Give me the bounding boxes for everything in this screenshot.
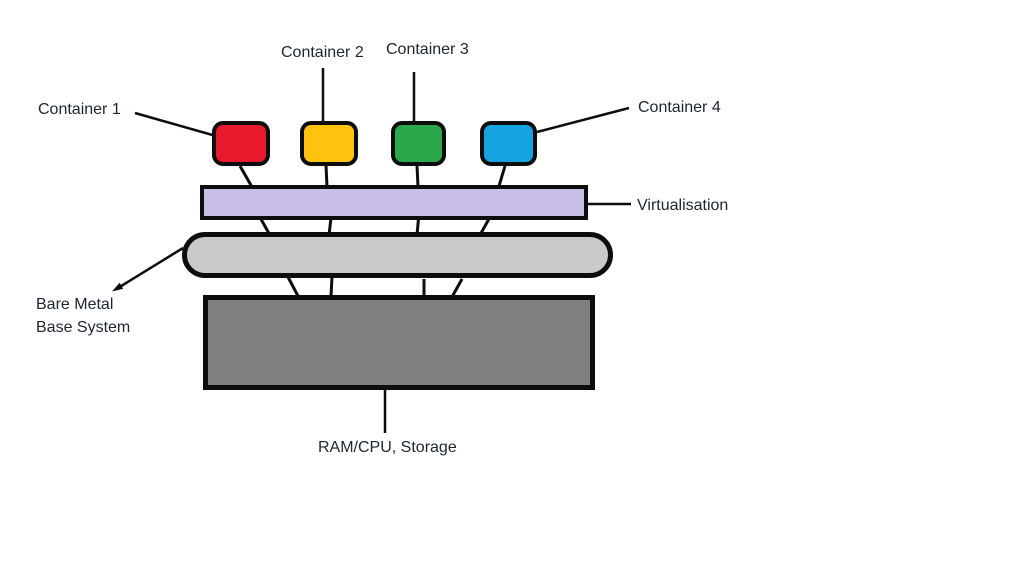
bare-metal-layer-shape xyxy=(182,232,613,278)
connector-container-1-virtualisation xyxy=(238,165,254,188)
hardware-label: RAM/CPU, Storage xyxy=(318,439,457,456)
container-4-label: Container 4 xyxy=(638,99,721,116)
container-2-box xyxy=(300,121,358,166)
container-1-box xyxy=(212,121,270,166)
container-2-label: Container 2 xyxy=(281,44,364,61)
container-3-label: Container 3 xyxy=(386,41,469,58)
container-1-label: Container 1 xyxy=(38,101,121,118)
hardware-layer-rect xyxy=(203,295,595,390)
connector-baremetal-hardware-1 xyxy=(286,276,300,297)
bare-metal-label: Bare Metal Base System xyxy=(36,293,130,339)
container-3-box xyxy=(391,121,446,166)
container-4-box xyxy=(480,121,537,166)
virtualisation-label: Virtualisation xyxy=(637,197,729,214)
connector-container-3-virtualisation xyxy=(415,164,420,188)
connector-container-2-virtualisation xyxy=(324,164,329,188)
leader-line-container-4 xyxy=(536,106,630,134)
connector-baremetal-hardware-2 xyxy=(329,276,334,297)
arrowhead-bare-metal xyxy=(112,282,124,292)
bare-metal-label-line2: Base System xyxy=(36,319,131,336)
leader-line-container-1 xyxy=(134,111,217,138)
bare-metal-label-line1: Bare Metal xyxy=(36,296,114,313)
virtualisation-layer-bar xyxy=(200,185,588,220)
leader-line-bare-metal xyxy=(117,246,184,290)
connector-container-4-virtualisation xyxy=(497,165,507,187)
